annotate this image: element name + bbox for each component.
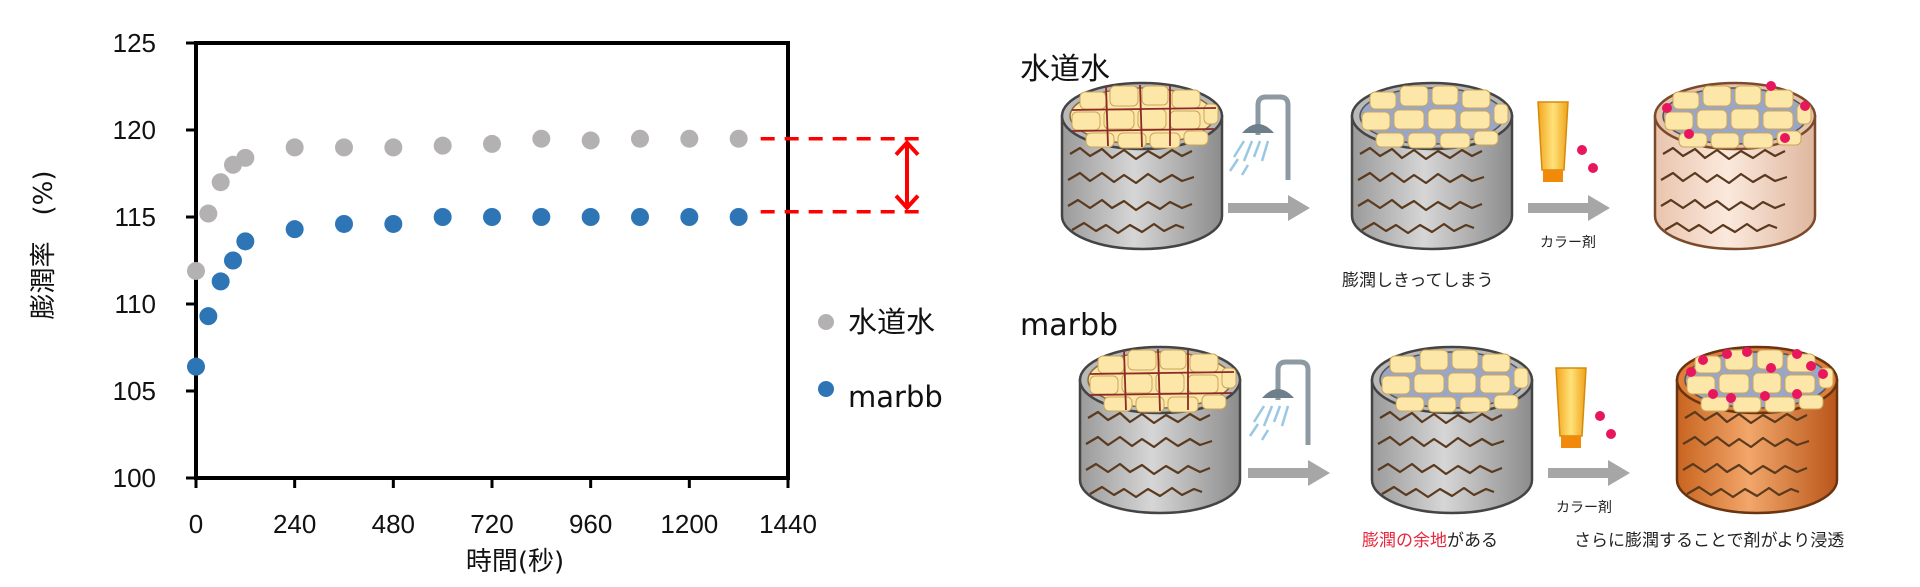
- y-axis-title: 膨潤率 (%): [29, 171, 59, 320]
- legend: 水道水 marbb: [818, 305, 943, 414]
- y-tick-label: 105: [113, 376, 156, 406]
- hair-fiber-swollen-2: [1370, 345, 1534, 515]
- y-tick-label: 110: [115, 289, 156, 319]
- difference-arrow-head-up: [894, 139, 920, 157]
- data-point: [224, 251, 242, 270]
- process-arrow-1: [1228, 195, 1310, 221]
- caption-room-to-swell-rest: がある: [1447, 531, 1498, 551]
- data-point: [729, 129, 748, 148]
- data-point: [483, 208, 501, 226]
- data-point: [285, 220, 304, 239]
- row-tap-water: [1060, 81, 1817, 251]
- data-point: [187, 261, 205, 280]
- series-tap-water: [187, 129, 748, 280]
- color-agent-tube-1: [1537, 101, 1598, 182]
- row-title-tap-water: 水道水: [1020, 52, 1110, 87]
- x-tick-label: 720: [470, 509, 513, 539]
- y-tick-label: 115: [115, 202, 156, 232]
- y-ticks: 100 105 110 115 120 125: [113, 28, 196, 493]
- agent-label-1: カラー剤: [1540, 235, 1596, 251]
- data-point: [581, 208, 600, 226]
- color-agent-tube-2: [1555, 367, 1616, 448]
- agent-label-2: カラー剤: [1556, 500, 1612, 516]
- difference-annotation: [760, 136, 922, 214]
- swelling-rate-chart: 膨潤率 (%) 時間(秒) 100 105 110 115 120 125 0 240 480…: [29, 28, 943, 577]
- legend-marker-marbb: [818, 381, 834, 397]
- shower-icon-2: [1248, 359, 1311, 445]
- y-tick-label: 125: [113, 28, 156, 58]
- shower-icon-1: [1228, 94, 1291, 180]
- x-tick-label: 240: [273, 509, 316, 539]
- data-point: [729, 208, 748, 226]
- data-point: [384, 138, 403, 157]
- data-point: [236, 232, 255, 251]
- hair-fiber-swollen-1: [1350, 81, 1514, 251]
- legend-marker-tap-water: [818, 314, 834, 330]
- data-point: [236, 148, 255, 167]
- data-point: [483, 134, 501, 153]
- data-point: [433, 208, 452, 226]
- data-point: [285, 138, 304, 157]
- x-tick-label: 1440: [759, 509, 817, 539]
- data-point: [532, 129, 551, 148]
- caption-deeper-penetration: さらに膨潤することで剤がより浸透: [1574, 531, 1845, 551]
- data-point: [199, 307, 218, 326]
- data-point: [199, 204, 218, 223]
- row-title-marbb: marbb: [1020, 308, 1119, 343]
- caption-room-to-swell-highlight: 膨潤の余地: [1362, 531, 1447, 551]
- data-point: [680, 208, 699, 226]
- x-tick-label: 0: [189, 509, 203, 539]
- x-axis-label: 時間(秒): [466, 547, 564, 577]
- process-arrow-4: [1548, 460, 1630, 486]
- legend-label-tap-water: 水道水: [848, 305, 935, 339]
- difference-arrow-head-down: [894, 194, 920, 211]
- row-marbb: [1078, 345, 1839, 515]
- process-arrow-2: [1528, 195, 1610, 221]
- y-tick-label: 100: [113, 463, 156, 493]
- hair-swelling-diagram: 水道水 膨潤しきってしまう カラー剤 marbb 膨潤の余地がある カラー剤 さ…: [1000, 0, 1920, 587]
- y-tick-label: 120: [113, 115, 156, 145]
- data-point: [631, 208, 649, 226]
- data-point: [581, 131, 600, 150]
- plot-area-frame: [194, 41, 790, 480]
- hair-fiber-dyed-2: [1675, 345, 1839, 515]
- data-point: [335, 138, 353, 157]
- data-point: [433, 136, 452, 155]
- hair-fiber-dyed-1: [1653, 81, 1817, 251]
- hair-fiber-dry-2: [1078, 345, 1242, 515]
- series-layer: [187, 129, 748, 376]
- data-point: [631, 129, 649, 148]
- x-tick-label: 480: [372, 509, 415, 539]
- process-arrow-3: [1248, 460, 1330, 486]
- data-point: [187, 357, 205, 376]
- data-point: [532, 208, 551, 226]
- y-axis-label: 膨潤率 (%): [29, 171, 59, 320]
- data-point: [335, 214, 353, 233]
- legend-label-marbb: marbb: [848, 380, 943, 414]
- data-point: [384, 214, 403, 233]
- caption-room-to-swell: 膨潤の余地がある: [1362, 526, 1498, 551]
- data-point: [211, 173, 230, 192]
- x-tick-label: 960: [569, 509, 612, 539]
- data-point: [680, 129, 699, 148]
- x-ticks: 0 240 480 720 960 1200 1440: [189, 478, 817, 539]
- data-point: [211, 272, 230, 291]
- x-tick-label: 1200: [660, 509, 718, 539]
- caption-fully-swollen: 膨潤しきってしまう: [1342, 271, 1494, 291]
- series-marbb: [187, 208, 748, 376]
- hair-fiber-dry-1: [1060, 81, 1224, 251]
